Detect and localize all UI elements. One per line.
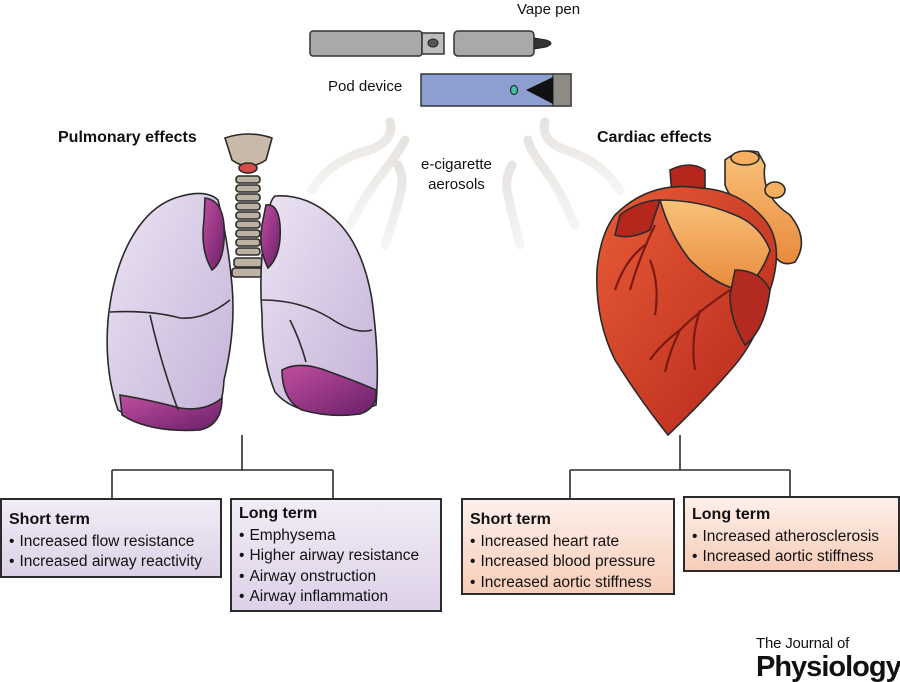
list-item: Increased heart rate [470,532,666,553]
pulmonary-long-term-heading: Long term [239,505,318,522]
vape-pen-label: Vape pen [517,1,581,18]
list-item: Airway inflammation [239,587,433,608]
lungs-illustration [106,133,379,432]
cardiac-long-term-list: Increased atherosclerosis Increased aort… [692,527,891,568]
pod-device-label: Pod device [328,78,403,95]
list-item: Emphysema [239,526,433,547]
list-item: Increased airway reactivity [9,552,213,573]
cardiac-connector [569,435,791,499]
pulmonary-connector [111,435,334,499]
pod-device-icon [420,73,572,107]
pulmonary-long-term-list: Emphysema Higher airway resistance Airwa… [239,526,433,608]
cardiac-short-term-list: Increased heart rate Increased blood pre… [470,532,666,594]
list-item: Increased aortic stiffness [470,573,666,594]
journal-logo: The Journal of Physiology [756,636,900,682]
list-item: Increased flow resistance [9,532,213,553]
vape-pen-icon [309,30,552,57]
pulmonary-short-term-list: Increased flow resistance Increased airw… [9,532,213,573]
list-item: Increased aortic stiffness [692,547,891,568]
journal-logo-line2: Physiology [756,651,900,682]
list-item: Increased blood pressure [470,552,666,573]
cardiac-short-term-box: Short term Increased heart rate Increase… [461,498,675,595]
cardiac-short-term-heading: Short term [470,511,551,528]
list-item: Airway onstruction [239,567,433,588]
pulmonary-short-term-heading: Short term [9,511,90,528]
pulmonary-title: Pulmonary effects [58,129,197,146]
heart-illustration [596,150,803,437]
cardiac-long-term-heading: Long term [692,506,771,523]
pulmonary-short-term-box: Short term Increased flow resistance Inc… [0,498,222,578]
cardiac-title: Cardiac effects [597,129,712,146]
journal-logo-line1: The Journal of [756,635,850,652]
pulmonary-long-term-box: Long term Emphysema Higher airway resist… [230,498,442,612]
aerosol-smoke-icon [307,117,625,250]
list-item: Increased atherosclerosis [692,527,891,548]
cardiac-long-term-box: Long term Increased atherosclerosis Incr… [683,496,900,572]
list-item: Higher airway resistance [239,546,433,567]
aerosol-label: e-cigarette aerosols [421,156,492,193]
